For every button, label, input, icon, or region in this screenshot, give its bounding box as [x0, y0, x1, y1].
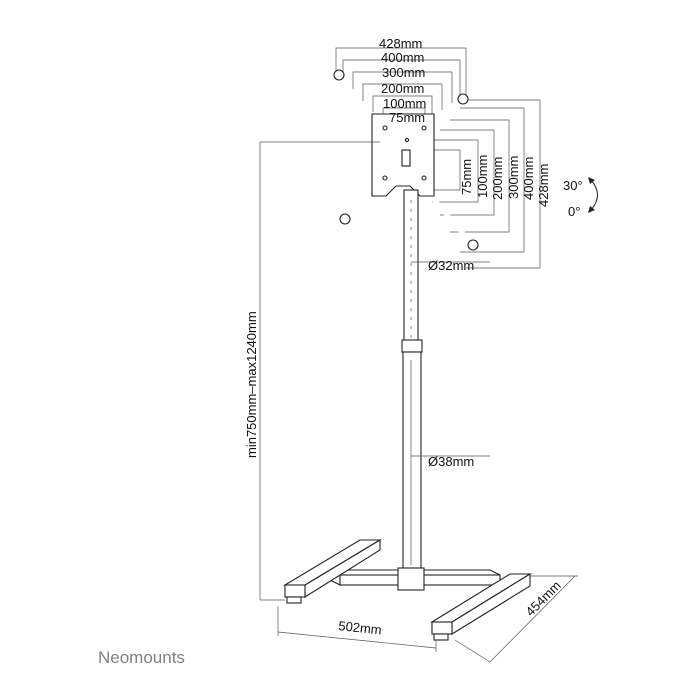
width-label-400: 400mm	[381, 50, 424, 65]
base	[283, 539, 532, 641]
vesa-plate	[333, 69, 479, 251]
tilt-arrow-down-icon	[588, 206, 595, 213]
base-dimension-lines	[277, 575, 578, 663]
width-label-75: 75mm	[389, 110, 425, 125]
height-label-75: 75mm	[459, 159, 474, 195]
height-range-lines	[259, 141, 380, 601]
height-label-400: 400mm	[521, 157, 536, 200]
base-width-label: 502mm	[338, 618, 383, 637]
pole	[401, 189, 423, 571]
width-label-428: 428mm	[379, 36, 422, 51]
height-label-428: 428mm	[536, 164, 551, 207]
tilt-label-up: 30°	[563, 178, 583, 193]
width-label-300: 300mm	[382, 65, 425, 80]
tilt-arrow-up-icon	[588, 177, 595, 184]
tilt-label-down: 0°	[568, 204, 580, 219]
height-label-200: 200mm	[490, 157, 505, 200]
pole-bottom-diameter-label: Ø38mm	[428, 454, 474, 469]
height-dimension-lines	[428, 99, 541, 269]
width-label-200: 200mm	[381, 81, 424, 96]
brand-logo: Neomounts	[98, 648, 185, 667]
height-label-100: 100mm	[475, 155, 490, 198]
width-label-100: 100mm	[383, 96, 426, 111]
height-label-300: 300mm	[506, 156, 521, 199]
tilt-arc	[590, 179, 599, 211]
height-range-label: min750mm–max1240mm	[244, 311, 259, 458]
pole-top-diameter-label: Ø32mm	[428, 258, 474, 273]
